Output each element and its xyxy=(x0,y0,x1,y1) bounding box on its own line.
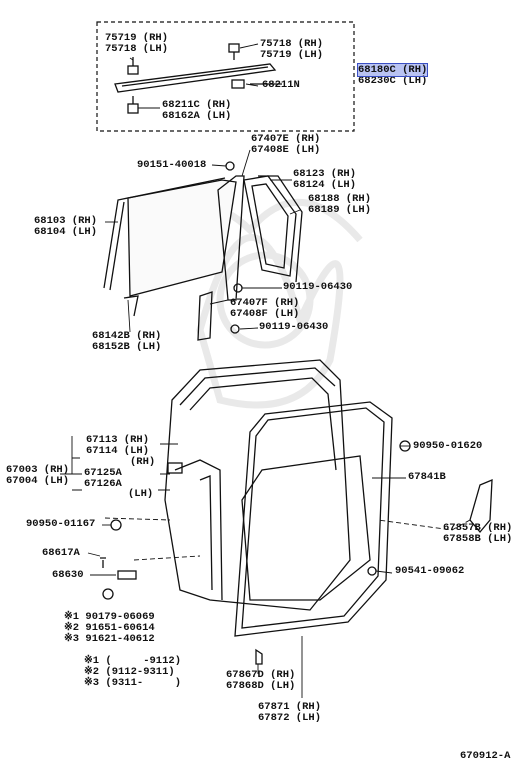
label-date-notes: ※1 ( -9112)※2 (9112-9311)※3 (9311- ) xyxy=(84,655,182,689)
door-check-part xyxy=(117,570,137,580)
bolt-90151-part xyxy=(225,161,235,171)
label-68630: 68630 xyxy=(52,569,84,581)
rear-trim-part xyxy=(469,479,493,534)
label-67407f: 67407F (RH)67408F (LH) xyxy=(230,297,300,320)
clip-68211c-part xyxy=(127,103,139,114)
label-68123: 68123 (RH)68124 (LH) xyxy=(293,168,357,191)
screw-part xyxy=(102,588,114,600)
door-lock-part xyxy=(167,462,183,474)
belt-moulding-part xyxy=(114,63,277,93)
label-90119-b: 90119-06430 xyxy=(259,321,329,333)
label-68188: 68188 (RH)68189 (LH) xyxy=(308,193,372,216)
highlighted-part-number[interactable]: 68180C (RH) xyxy=(356,63,429,77)
grommet-group-box xyxy=(96,21,355,132)
label-75719: 75719 (RH)75718 (LH) xyxy=(105,32,169,55)
label-68617a: 68617A xyxy=(42,547,80,559)
label-67407e: 67407E (RH)67408E (LH) xyxy=(251,133,321,156)
label-67871: 67871 (RH)67872 (LH) xyxy=(258,701,322,724)
door-glass-part xyxy=(127,179,237,297)
label-67857b: 67857B (RH)67858B (LH) xyxy=(443,522,513,545)
label-67003: 67003 (RH)67004 (LH) xyxy=(6,464,70,487)
label-90950-01620: 90950-01620 xyxy=(413,440,483,452)
label-67867d: 67867D (RH)67868D (LH) xyxy=(226,669,296,692)
glass-run-channel-part xyxy=(103,177,226,291)
label-68211c: 68211C (RH)68162A (LH) xyxy=(162,99,232,122)
label-screw-notes: ※1 90179-06069※2 91651-60614※3 91621-406… xyxy=(64,611,155,645)
quarter-weatherstrip-part xyxy=(258,175,303,283)
label-90119-a: 90119-06430 xyxy=(283,281,353,293)
label-68211n: 68211N xyxy=(262,79,300,91)
glass-channel-bottom-part xyxy=(123,295,139,317)
figure-id: 670912-A xyxy=(460,750,511,762)
door-weatherstrip-part xyxy=(234,401,393,637)
bolt-90119a-part xyxy=(233,283,243,293)
label-90541: 90541-09062 xyxy=(395,565,465,577)
clip-75719-part xyxy=(127,65,139,75)
label-67841b: 67841B xyxy=(408,471,446,483)
door-panel-part xyxy=(164,359,351,611)
plug-90541-part xyxy=(367,566,377,576)
label-90950-01167: 90950-01167 xyxy=(26,518,96,530)
clip-67867d-part xyxy=(255,648,263,665)
lower-channel-part xyxy=(197,291,213,341)
bolt-90119b-part xyxy=(230,324,240,334)
clip-75718-part xyxy=(228,43,240,53)
division-bar-part xyxy=(217,175,245,301)
label-67113: 67113 (RH)67114 (LH) xyxy=(86,434,150,457)
label-75718: 75718 (RH)75719 (LH) xyxy=(260,38,324,61)
label-68142b: 68142B (RH)68152B (LH) xyxy=(92,330,162,353)
label-68103: 68103 (RH)68104 (LH) xyxy=(34,215,98,238)
check-part xyxy=(100,557,106,568)
clip-68211n-part xyxy=(231,79,245,89)
label-68180c: 68180C (RH)68230C (LH) xyxy=(356,63,429,87)
service-hole-cover-part xyxy=(241,455,371,601)
label-67125a-lh: (LH) xyxy=(128,488,154,500)
quarter-window-part xyxy=(243,175,297,277)
label-67125a-rh: (RH) xyxy=(130,456,156,468)
grommet-90950-01167-part xyxy=(110,519,122,531)
label-90151: 90151-40018 xyxy=(137,159,207,171)
